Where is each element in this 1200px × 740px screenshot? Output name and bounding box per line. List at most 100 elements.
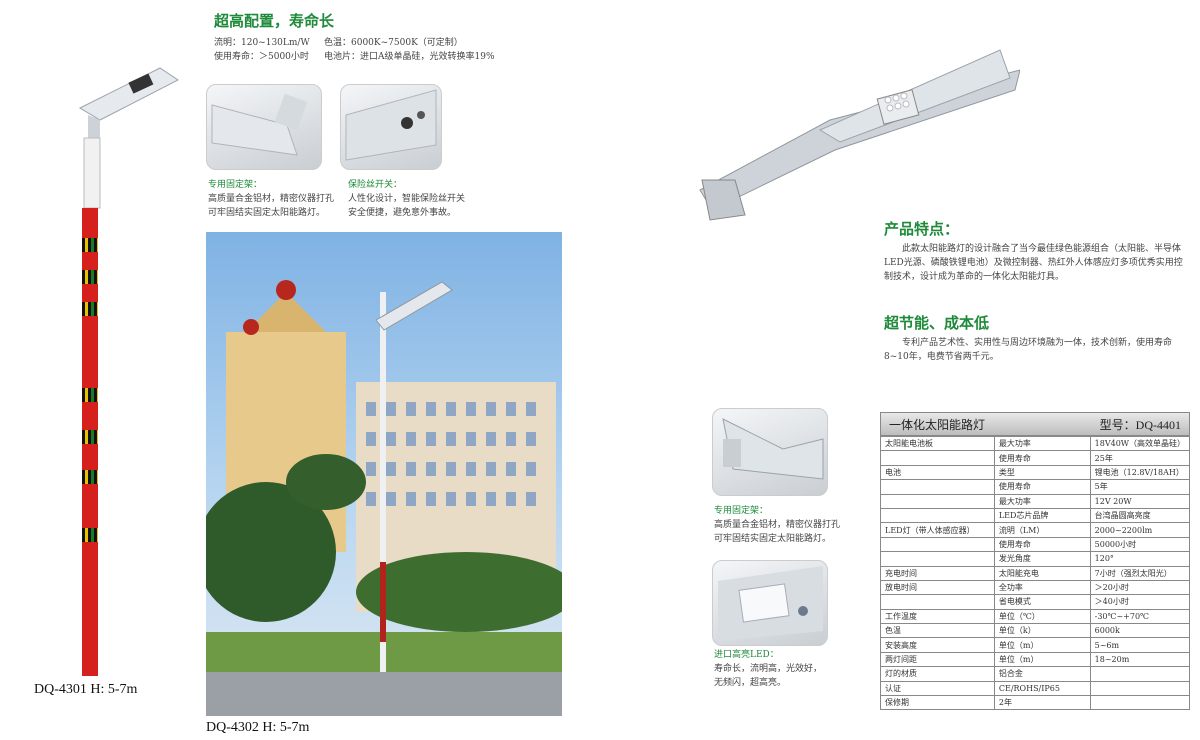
spec-color-temp: 色温：6000K~7500K（可定制） — [324, 38, 463, 48]
table-cell-value: 5~6m — [1089, 637, 1191, 653]
table-cell-value: -30℃~+70℃ — [1089, 608, 1191, 625]
table-cell-item: 铝合金 — [993, 666, 1091, 682]
table-cell-item: 单位（k） — [993, 623, 1091, 639]
street-light-4301 — [60, 60, 190, 680]
section-title-energy-saving: 超节能、成本低 — [884, 314, 990, 332]
table-cell-value: 台湾晶圆高亮度 — [1089, 507, 1191, 524]
table-cell-item: CE/ROHS/IP65 — [993, 680, 1091, 697]
solar-lamp-head-icon — [699, 49, 1021, 221]
table-row: 两灯间距单位（m）18~20m — [880, 651, 1191, 668]
table-cell-group: 灯的材质 — [880, 666, 995, 682]
fuse-switch-detail-photo — [340, 84, 442, 170]
bracket-detail-photo-2 — [712, 408, 828, 496]
table-cell-group — [880, 536, 995, 553]
table-cell-item: 省电模式 — [993, 594, 1091, 610]
table-cell-item: 太阳能充电 — [993, 565, 1091, 581]
table-cell-value: ＞20小时 — [1089, 579, 1191, 596]
table-cell-value: 120° — [1089, 551, 1191, 567]
table-cell-item: 最大功率 — [993, 493, 1091, 509]
table-cell-value: ＞40小时 — [1089, 594, 1191, 610]
section-body-energy-saving: 专利产品艺术性、实用性与周边环境融为一体，技术创新，使用寿命8~10年，电费节省… — [884, 338, 1173, 362]
table-cell-value: 18~20m — [1089, 651, 1191, 668]
table-cell-group: 电池 — [880, 464, 995, 481]
table-row: 工作温度单位（℃）-30℃~+70℃ — [880, 608, 1191, 625]
table-cell-value — [1089, 666, 1191, 682]
table-cell-group: 两灯间距 — [880, 651, 995, 668]
feature-bracket-2: 专用固定架： 高质量合金铝材，精密仪器打孔 可牢固结实固定太阳能路灯。 — [714, 506, 841, 544]
spec-panel: 电池片：进口A级单晶硅，光效转换率19% — [324, 52, 495, 62]
table-cell-item: LED芯片品牌 — [993, 507, 1091, 524]
spec-lumen: 流明：120~130Lm/W — [214, 38, 310, 48]
table-cell-value: 6000k — [1089, 623, 1191, 639]
spec-table-name: 一体化太阳能路灯 — [889, 417, 986, 432]
table-cell-item: 发光角度 — [993, 551, 1091, 567]
table-cell-value: 18V40W（高效单晶硅） — [1089, 435, 1191, 452]
table-cell-item: 使用寿命 — [993, 450, 1091, 466]
table-cell-value: 25年 — [1089, 450, 1191, 466]
table-cell-group: 色温 — [880, 623, 995, 639]
table-cell-value — [1089, 695, 1191, 711]
feature-fuse-switch: 保险丝开关： 人性化设计，智能保险丝开关 安全便捷，避免意外事故。 — [348, 180, 466, 218]
table-cell-item: 使用寿命 — [993, 479, 1091, 495]
spec-lifespan: 使用寿命：＞5000小时 — [214, 52, 309, 62]
table-cell-value: 50000小时 — [1089, 536, 1191, 553]
spec-table-header: 一体化太阳能路灯 型号：DQ-4401 — [880, 412, 1190, 436]
lamp-product-photo — [690, 30, 1021, 230]
table-cell-item: 单位（℃） — [993, 608, 1091, 625]
feature-led: 进口高亮LED： 寿命长，流明高，光效好， 无频闪，超高亮。 — [714, 650, 823, 688]
table-cell-group: 工作温度 — [880, 608, 995, 625]
table-cell-value: 2000~2200lm — [1089, 522, 1191, 538]
table-row: 色温单位（k）6000k — [880, 623, 1191, 639]
table-cell-group — [880, 594, 995, 610]
bracket-detail-photo — [206, 84, 322, 170]
table-row: 放电时间全功率＞20小时 — [880, 579, 1191, 596]
table-cell-group: 充电时间 — [880, 565, 995, 581]
feature-bracket: 专用固定架： 高质量合金铝材，精密仪器打孔 可牢固结实固定太阳能路灯。 — [208, 180, 335, 218]
table-row: 省电模式＞40小时 — [880, 594, 1191, 610]
table-cell-group: 太阳能电池板 — [880, 435, 995, 452]
spec-table-model: 型号：DQ-4401 — [1099, 417, 1181, 432]
table-cell-group: 安装高度 — [880, 637, 995, 653]
table-cell-group — [880, 551, 995, 567]
table-cell-item: 流明（LM） — [993, 522, 1091, 538]
table-cell-item: 全功率 — [993, 579, 1091, 596]
table-cell-group: 保修期 — [880, 695, 995, 711]
solar-lamp-head-icon — [78, 67, 179, 209]
table-cell-value: 锂电池（12.8V/18AH） — [1089, 464, 1191, 481]
table-row: LED芯片品牌台湾晶圆高亮度 — [880, 507, 1191, 524]
table-cell-group: 放电时间 — [880, 579, 995, 596]
table-cell-item: 单位（m） — [993, 651, 1091, 668]
table-row: LED灯（带人体感应器）流明（LM）2000~2200lm — [880, 522, 1191, 538]
table-cell-item: 单位（m） — [993, 637, 1091, 653]
installation-scene-photo — [206, 232, 562, 716]
table-cell-item: 最大功率 — [993, 435, 1091, 452]
table-cell-group — [880, 507, 995, 524]
table-cell-group: LED灯（带人体感应器） — [880, 522, 995, 538]
table-row: 安装高度单位（m）5~6m — [880, 637, 1191, 653]
table-cell-value: 12V 20W — [1089, 493, 1191, 509]
table-cell-item: 类型 — [993, 464, 1091, 481]
table-cell-group — [880, 479, 995, 495]
table-cell-group — [880, 450, 995, 466]
table-cell-value: 5年 — [1089, 479, 1191, 495]
led-module-detail-photo — [712, 560, 828, 646]
table-cell-group: 认证 — [880, 680, 995, 697]
caption-dq-4301: DQ-4301 H: 5-7m — [34, 682, 138, 697]
table-row: 电池类型锂电池（12.8V/18AH） — [880, 464, 1191, 481]
table-cell-item: 使用寿命 — [993, 536, 1091, 553]
section-body-features: 此款太阳能路灯的设计融合了当今最佳绿色能源组合（太阳能、半导体LED光源、磷酸铁… — [884, 244, 1183, 282]
table-cell-item: 2年 — [993, 695, 1091, 711]
table-cell-value: 7小时（强烈太阳光） — [1089, 565, 1191, 581]
section-title-features: 产品特点： — [884, 220, 960, 238]
